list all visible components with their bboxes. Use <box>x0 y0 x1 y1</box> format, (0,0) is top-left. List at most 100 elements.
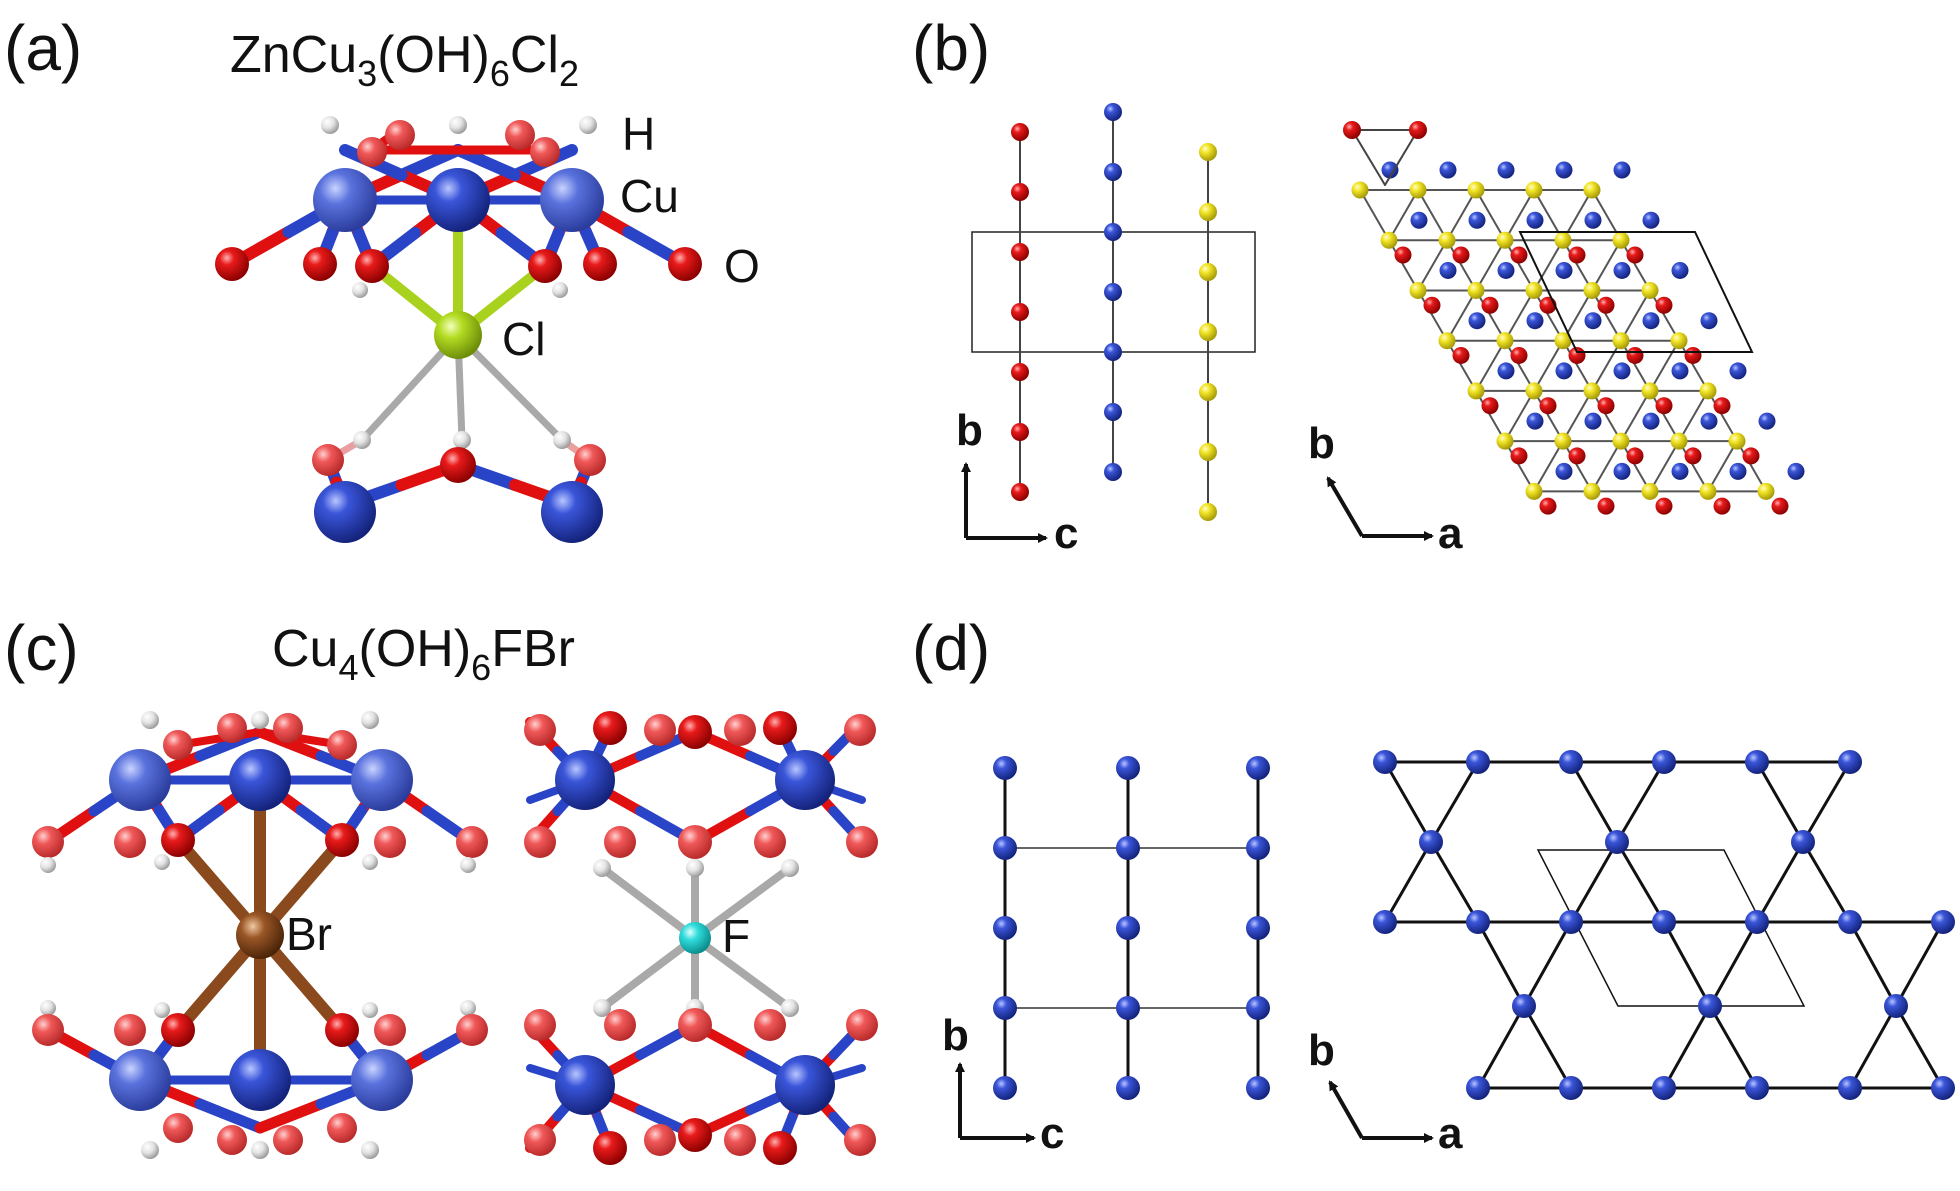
o-atom <box>215 247 249 281</box>
cu-atom <box>775 1055 835 1115</box>
o-atom-back <box>644 1124 676 1156</box>
o-site <box>1481 397 1499 415</box>
o-atom-back <box>163 1113 193 1143</box>
cu-site <box>1787 462 1805 480</box>
h-atom <box>460 1000 476 1016</box>
lattice-edge <box>1533 440 1564 493</box>
o-site <box>1011 243 1029 261</box>
h-atom <box>781 999 799 1017</box>
cu-site <box>1584 412 1602 430</box>
yellow-site <box>1525 281 1543 299</box>
cu-atom <box>229 749 291 811</box>
cu-site <box>1642 211 1660 229</box>
cu-site <box>1246 1076 1270 1100</box>
h-atom <box>154 1002 170 1018</box>
o-atom-back <box>505 120 535 150</box>
o-atom-back <box>754 826 786 858</box>
cu-atom-back <box>351 749 413 811</box>
cu-atom <box>229 1049 291 1111</box>
cu-site <box>1104 283 1122 301</box>
lattice-edge <box>1562 440 1593 493</box>
yellow-site <box>1467 181 1485 199</box>
lattice-edge <box>1446 189 1477 242</box>
o-atom-back <box>724 1124 756 1156</box>
lattice-edge <box>1351 129 1386 186</box>
cu-site <box>1497 261 1515 279</box>
cu-site <box>1419 830 1443 854</box>
cu-atom <box>555 750 615 810</box>
cu-site <box>1410 211 1428 229</box>
o-atom <box>528 249 562 283</box>
kagome-edge <box>1708 1004 1759 1090</box>
o-atom-back <box>32 1014 64 1046</box>
h-atom <box>154 854 170 870</box>
atom-label-cu: Cu <box>620 170 679 222</box>
axis-b-label-panel-b-side: b <box>956 406 983 455</box>
lattice-edge <box>1591 239 1622 292</box>
axis-b-label-panel-d-side: b <box>942 1011 969 1060</box>
yellow-site <box>1641 382 1659 400</box>
yellow-site <box>1496 432 1514 450</box>
h-f-bond <box>691 864 794 942</box>
o-atom-back <box>374 1014 406 1046</box>
yellow-site <box>1641 281 1659 299</box>
yellow-site <box>1380 231 1398 249</box>
lattice-edge <box>1678 440 1709 493</box>
lattice-edge <box>1678 389 1709 443</box>
o-site <box>1510 246 1528 264</box>
h-atom <box>362 854 378 870</box>
o-atom <box>161 1013 195 1047</box>
axis-a-label-panel-b-top: a <box>1438 509 1463 558</box>
cu-o-bond <box>194 1098 266 1134</box>
unit-cell-outline <box>1536 849 1806 1007</box>
cu-site <box>1700 312 1718 330</box>
lattice-edge <box>1620 339 1651 392</box>
o-atom <box>303 247 337 281</box>
cu-site <box>1497 362 1515 380</box>
cu-site <box>1497 161 1515 179</box>
lattice-edge <box>1562 239 1593 292</box>
o-site <box>1510 346 1528 364</box>
o-atom-back <box>217 1125 247 1155</box>
lattice-edge <box>1359 189 1390 242</box>
h-atom <box>361 1141 379 1159</box>
lattice-edge <box>1533 389 1564 443</box>
lattice-edge <box>1504 189 1535 242</box>
lattice-edge <box>1649 289 1680 342</box>
cu-atom <box>541 481 603 543</box>
h-atom <box>40 857 56 873</box>
yellow-site <box>1525 181 1543 199</box>
cu-site <box>1526 412 1544 430</box>
lattice-edge <box>1649 339 1680 392</box>
lattice-edge <box>1736 440 1767 493</box>
cu-site <box>1613 462 1631 480</box>
lattice-edge <box>1504 289 1535 342</box>
cu-site <box>1373 910 1397 934</box>
panel-d-structure <box>993 750 1955 1100</box>
o-atom-back <box>644 714 676 746</box>
yellow-site <box>1199 263 1217 281</box>
kagome-edge <box>1383 760 1433 844</box>
cu-site <box>1613 161 1631 179</box>
yellow-site <box>1438 332 1456 350</box>
kagome-edge <box>1894 920 1945 1008</box>
lattice-edge <box>1384 129 1419 186</box>
lattice-edge <box>1620 389 1651 443</box>
lattice-edge <box>1533 339 1564 392</box>
yellow-site <box>1554 231 1572 249</box>
h-atom <box>361 711 379 729</box>
cu-site <box>1555 261 1573 279</box>
kagome-edge <box>1429 840 1480 924</box>
yellow-site <box>1699 382 1717 400</box>
cu-site <box>1555 462 1573 480</box>
cu-site <box>1116 756 1140 780</box>
kagome-edge <box>1755 840 1805 924</box>
o-atom-back <box>273 1125 303 1155</box>
yellow-site <box>1612 231 1630 249</box>
cu-site <box>1104 343 1122 361</box>
cu-site <box>1439 261 1457 279</box>
o-atom-back <box>217 713 247 743</box>
kagome-edge <box>1755 760 1805 844</box>
lattice-edge <box>1417 289 1448 342</box>
h-f-bond <box>598 934 699 1012</box>
